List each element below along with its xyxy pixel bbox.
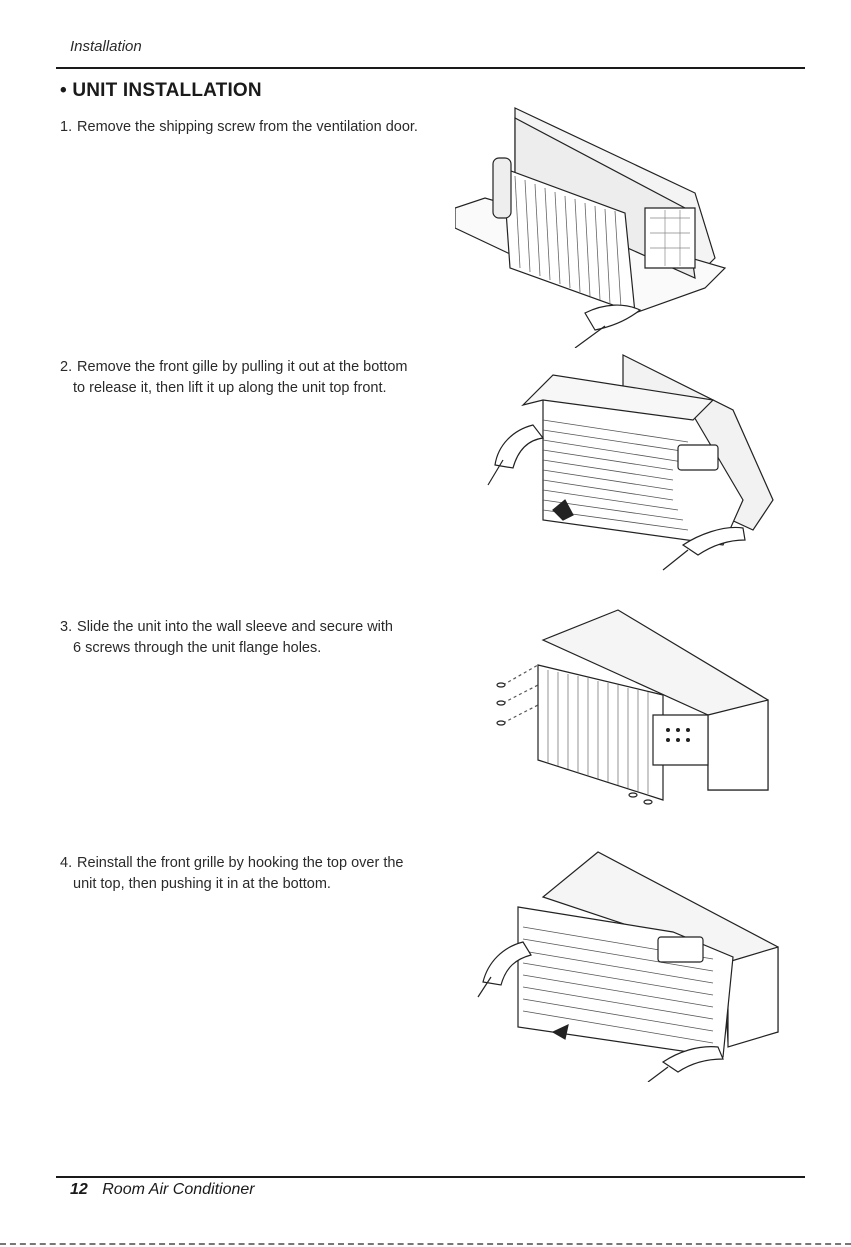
figure-reinstall-front-grille xyxy=(473,847,783,1082)
page-footer: 12 Room Air Conditioner xyxy=(70,1181,255,1199)
figure-remove-shipping-screw xyxy=(455,98,735,348)
step-number: 1. xyxy=(60,119,73,135)
step-text: Reinstall the front grille by hooking th… xyxy=(77,855,404,871)
page-edge-divider xyxy=(0,1243,851,1245)
step-4: 4. Reinstall the front grille by hooking… xyxy=(60,853,460,895)
figure-slide-into-sleeve xyxy=(496,605,778,805)
page-number: 12 xyxy=(70,1181,88,1198)
step-3: 3. Slide the unit into the wall sleeve a… xyxy=(60,617,460,659)
step-text: Slide the unit into the wall sleeve and … xyxy=(77,619,393,635)
step-text: Remove the shipping screw from the venti… xyxy=(77,119,418,135)
step-2: 2. Remove the front gille by pulling it … xyxy=(60,357,460,399)
step-text-continued: unit top, then pushing it in at the bott… xyxy=(73,876,331,892)
step-text-continued: 6 screws through the unit flange holes. xyxy=(73,640,322,656)
figure-remove-front-grille xyxy=(483,350,783,585)
step-1: 1. Remove the shipping screw from the ve… xyxy=(60,117,460,138)
header-rule xyxy=(56,67,805,69)
section-title: • UNIT INSTALLATION xyxy=(60,80,262,101)
step-number: 3. xyxy=(60,619,73,635)
footer-rule xyxy=(56,1176,805,1178)
document-title: Room Air Conditioner xyxy=(102,1181,255,1198)
step-number: 2. xyxy=(60,359,73,375)
running-header: Installation xyxy=(70,38,142,55)
step-number: 4. xyxy=(60,855,73,871)
step-text: Remove the front gille by pulling it out… xyxy=(77,359,408,375)
step-text-continued: to release it, then lift it up along the… xyxy=(73,380,387,396)
